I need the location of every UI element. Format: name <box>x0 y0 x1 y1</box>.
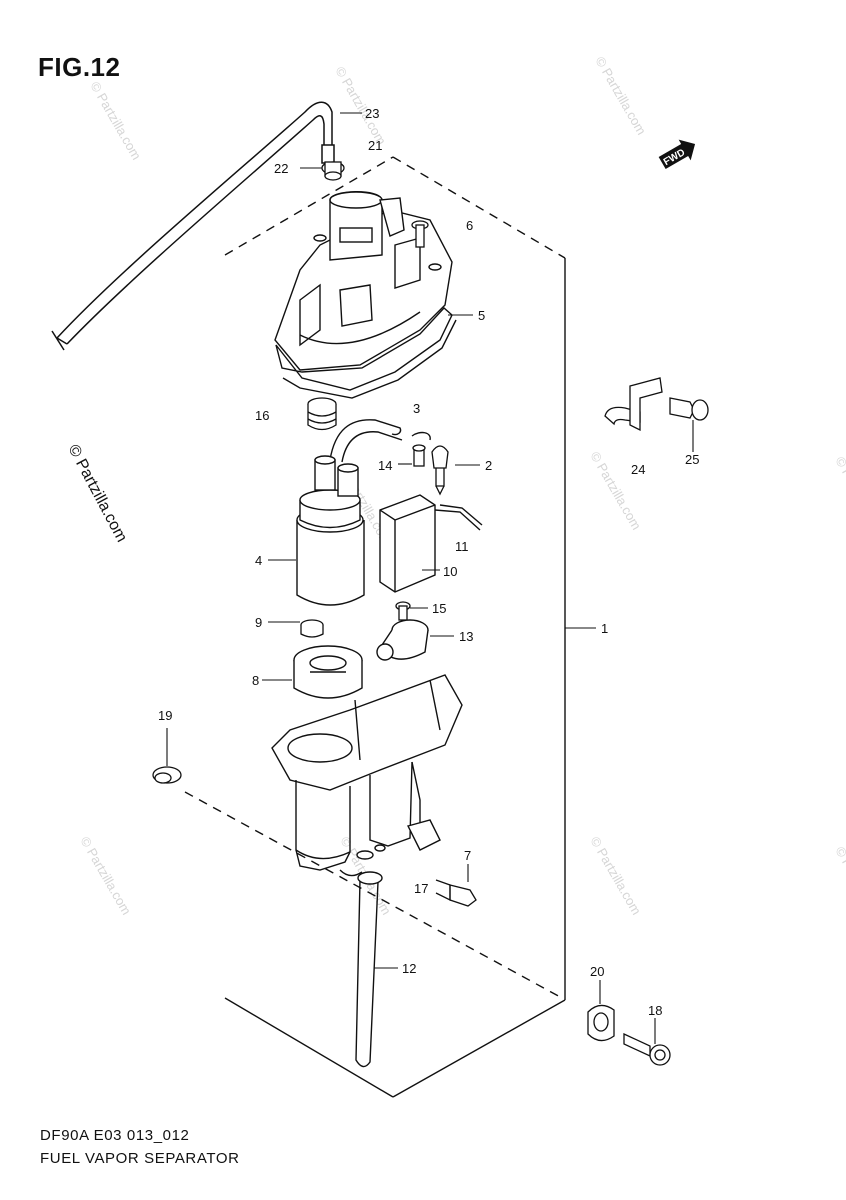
callout-17: 17 <box>414 881 428 896</box>
part-filter-8 <box>293 645 363 699</box>
callout-15: 15 <box>432 601 446 616</box>
callout-4: 4 <box>255 553 262 568</box>
figure-title: FIG.12 <box>38 52 121 82</box>
callout-10: 10 <box>443 564 457 579</box>
watermark-7: © Partzilla.com <box>587 834 644 917</box>
callout-1: 1 <box>601 621 608 636</box>
callout-7: 7 <box>464 848 471 863</box>
callout-11: 11 <box>455 539 469 554</box>
watermark-9: © Partzilla.com <box>832 454 846 537</box>
watermark-10: © Partzilla.com <box>832 844 846 927</box>
leader-lines <box>166 112 694 1044</box>
callout-22: 22 <box>274 161 288 176</box>
callout-12: 12 <box>402 961 416 976</box>
callout-8: 8 <box>252 673 259 688</box>
callout-19: 19 <box>158 708 172 723</box>
callout-14: 14 <box>378 458 392 473</box>
part-hose-12 <box>355 871 383 1068</box>
part-fitting-2 <box>431 445 449 496</box>
fwd-arrow-badge: FWD <box>658 139 696 170</box>
part-nut-9 <box>300 619 324 638</box>
figure-code: DF90A E03 013_012 <box>40 1127 190 1144</box>
callout-16: 16 <box>255 408 269 423</box>
watermark-1: © Partzilla.com <box>332 64 389 147</box>
part-screw-14 <box>412 444 426 467</box>
callout-24: 24 <box>631 462 645 477</box>
callout-20: 20 <box>590 964 604 979</box>
assembly-outline <box>184 156 566 1098</box>
callout-5: 5 <box>478 308 485 323</box>
part-bolt-25 <box>669 397 709 421</box>
callout-18: 18 <box>648 1003 662 1018</box>
callout-9: 9 <box>255 615 262 630</box>
part-bolt-18 <box>623 1032 671 1066</box>
watermark-side: © Partzilla.com <box>64 442 130 545</box>
part-regulator-13 <box>376 619 429 661</box>
part-grommet-19 <box>152 766 182 784</box>
callout-2: 2 <box>485 458 492 473</box>
callout-23: 23 <box>365 106 379 121</box>
callout-6: 6 <box>466 218 473 233</box>
part-top-cover-5 <box>274 191 457 399</box>
part-box-10 <box>379 494 483 593</box>
callout-21: 21 <box>368 138 382 153</box>
part-grommet-20 <box>587 1004 615 1042</box>
part-clip-22 <box>321 161 345 181</box>
part-screw-6 <box>411 220 429 248</box>
part-grommet-16 <box>307 397 337 431</box>
part-fuel-pump-4 <box>296 455 365 606</box>
callout-labels: 23 21 22 6 5 16 3 14 2 4 11 10 15 9 13 8… <box>158 106 699 1018</box>
part-bolt-17 <box>435 879 477 907</box>
fwd-label: FWD <box>662 147 687 168</box>
watermark-2: © Partzilla.com <box>592 54 649 137</box>
watermark-3: © Partzilla.com <box>87 79 144 162</box>
part-hose-23 <box>51 101 335 351</box>
callout-25: 25 <box>685 452 699 467</box>
part-wire-3 <box>329 419 431 463</box>
figure-name: FUEL VAPOR SEPARATOR <box>40 1150 240 1167</box>
part-screw-15 <box>395 601 411 621</box>
callout-3: 3 <box>413 401 420 416</box>
part-bracket-24 <box>604 377 663 432</box>
watermark-8: © Partzilla.com <box>77 834 134 917</box>
part-separator-body <box>271 674 463 877</box>
callout-13: 13 <box>459 629 473 644</box>
